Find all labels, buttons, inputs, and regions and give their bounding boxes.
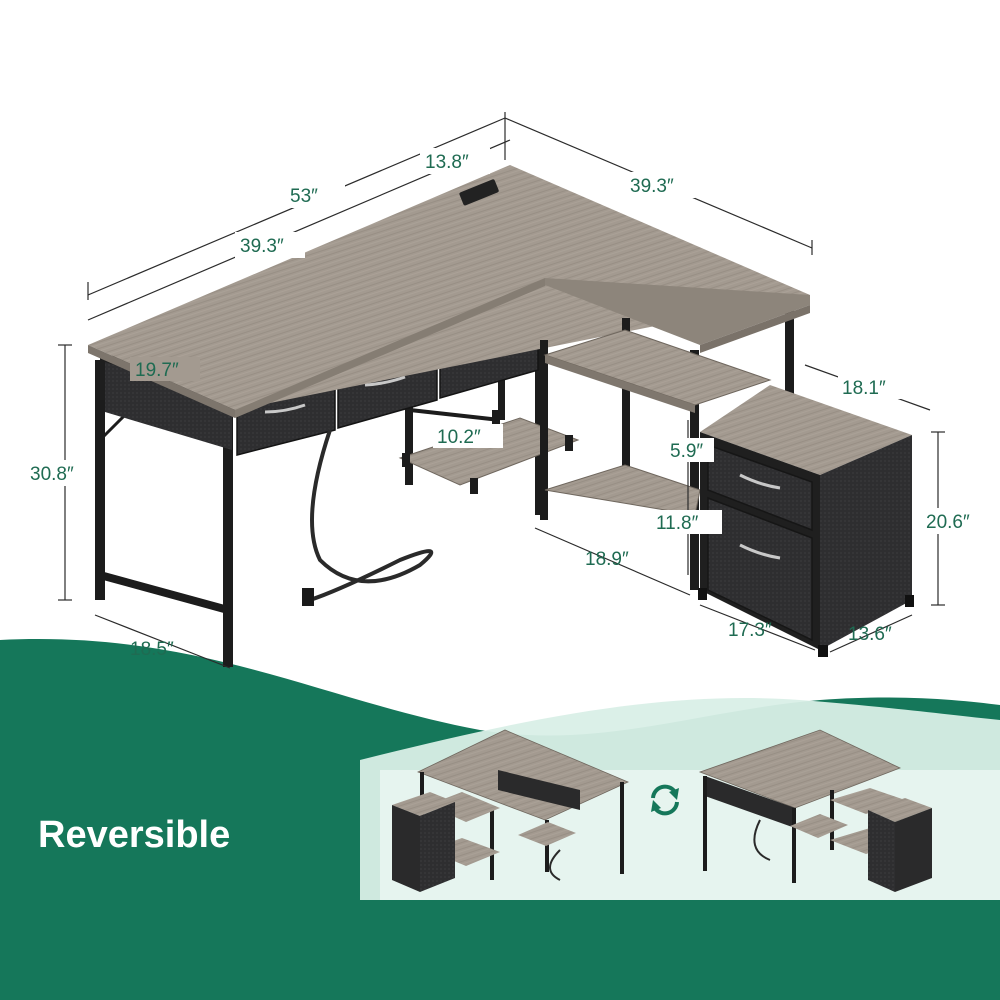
dim-cpu-stand-width: 10.2″ — [437, 427, 481, 448]
dim-cabinet-height: 20.6″ — [926, 512, 970, 533]
dimension-labels: 53″ 13.8″ 39.3″ 39.3″ 19.7″ 30.8″ 18.5″ … — [25, 148, 992, 660]
dim-desk-depth: 19.7″ — [135, 360, 179, 381]
reversible-label: Reversible — [38, 814, 230, 856]
dim-left-desk-length: 39.3″ — [240, 236, 284, 257]
dim-cabinet-front-width: 17.3″ — [728, 620, 772, 641]
dim-shelf-gap: 5.9″ — [670, 441, 703, 462]
dim-desk-height: 30.8″ — [30, 464, 74, 485]
desk — [88, 165, 810, 667]
file-cabinet — [698, 385, 914, 657]
dim-corner-depth: 13.8″ — [425, 152, 469, 173]
dim-right-desk-length: 39.3″ — [630, 176, 674, 197]
rotate-arrows-icon — [651, 784, 679, 816]
dim-total-length: 53″ — [290, 186, 318, 207]
dim-shelf-lower-gap: 11.8″ — [656, 513, 699, 534]
dim-leg-depth: 18.5″ — [130, 639, 174, 660]
dim-cabinet-depth: 13.6″ — [848, 624, 892, 645]
config-left-illustration — [392, 729, 629, 892]
config-right-illustration — [698, 729, 932, 892]
dim-shelf-width: 18.9″ — [585, 549, 629, 570]
dim-cabinet-width: 18.1″ — [842, 378, 886, 399]
